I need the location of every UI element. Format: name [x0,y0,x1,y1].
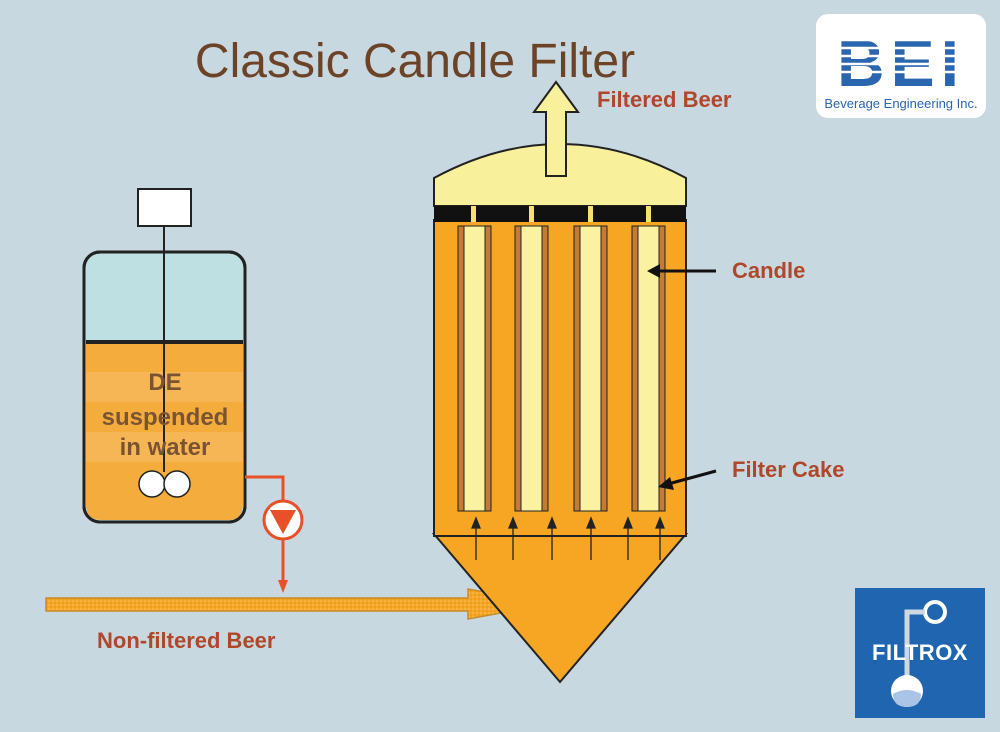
candle-1 [457,225,492,512]
svg-text:BEI: BEI [837,26,965,94]
de-tank [82,188,247,524]
candle-4 [631,225,666,512]
candle-filter-vessel [431,143,689,684]
outlet-arrow [532,80,580,177]
page-title: Classic Candle Filter [194,35,636,88]
tank-text-line2: suspended [101,404,229,431]
dosing-line [245,475,304,593]
tank-text-line3: in water [119,434,211,461]
filtrox-text: FILTROX [872,640,968,665]
agitator-motor [137,188,192,227]
bei-letters: BEI [816,26,986,94]
inlet-arrow [45,588,551,620]
tube-sheet [434,206,686,222]
label-filter-cake: Filter Cake [732,457,845,482]
tank-text-line1: DE [148,369,182,396]
filter-cake-pointer [667,469,717,486]
agitator-blade-right [163,470,191,498]
flow-arrows [471,516,665,560]
label-candle: Candle [732,258,806,283]
candle-2 [514,225,549,512]
filtrox-flask-icon [891,600,947,707]
bei-subtitle: Beverage Engineering Inc. [824,96,978,111]
candle-3 [573,225,608,512]
bei-logo: BEI Beverage Engineering Inc. [816,14,986,118]
filtrox-logo: FILTROX [855,588,985,718]
label-filtered-beer: Filtered Beer [597,87,732,112]
agitator-blade-left [138,470,166,498]
label-non-filtered-beer: Non-filtered Beer [97,628,276,653]
